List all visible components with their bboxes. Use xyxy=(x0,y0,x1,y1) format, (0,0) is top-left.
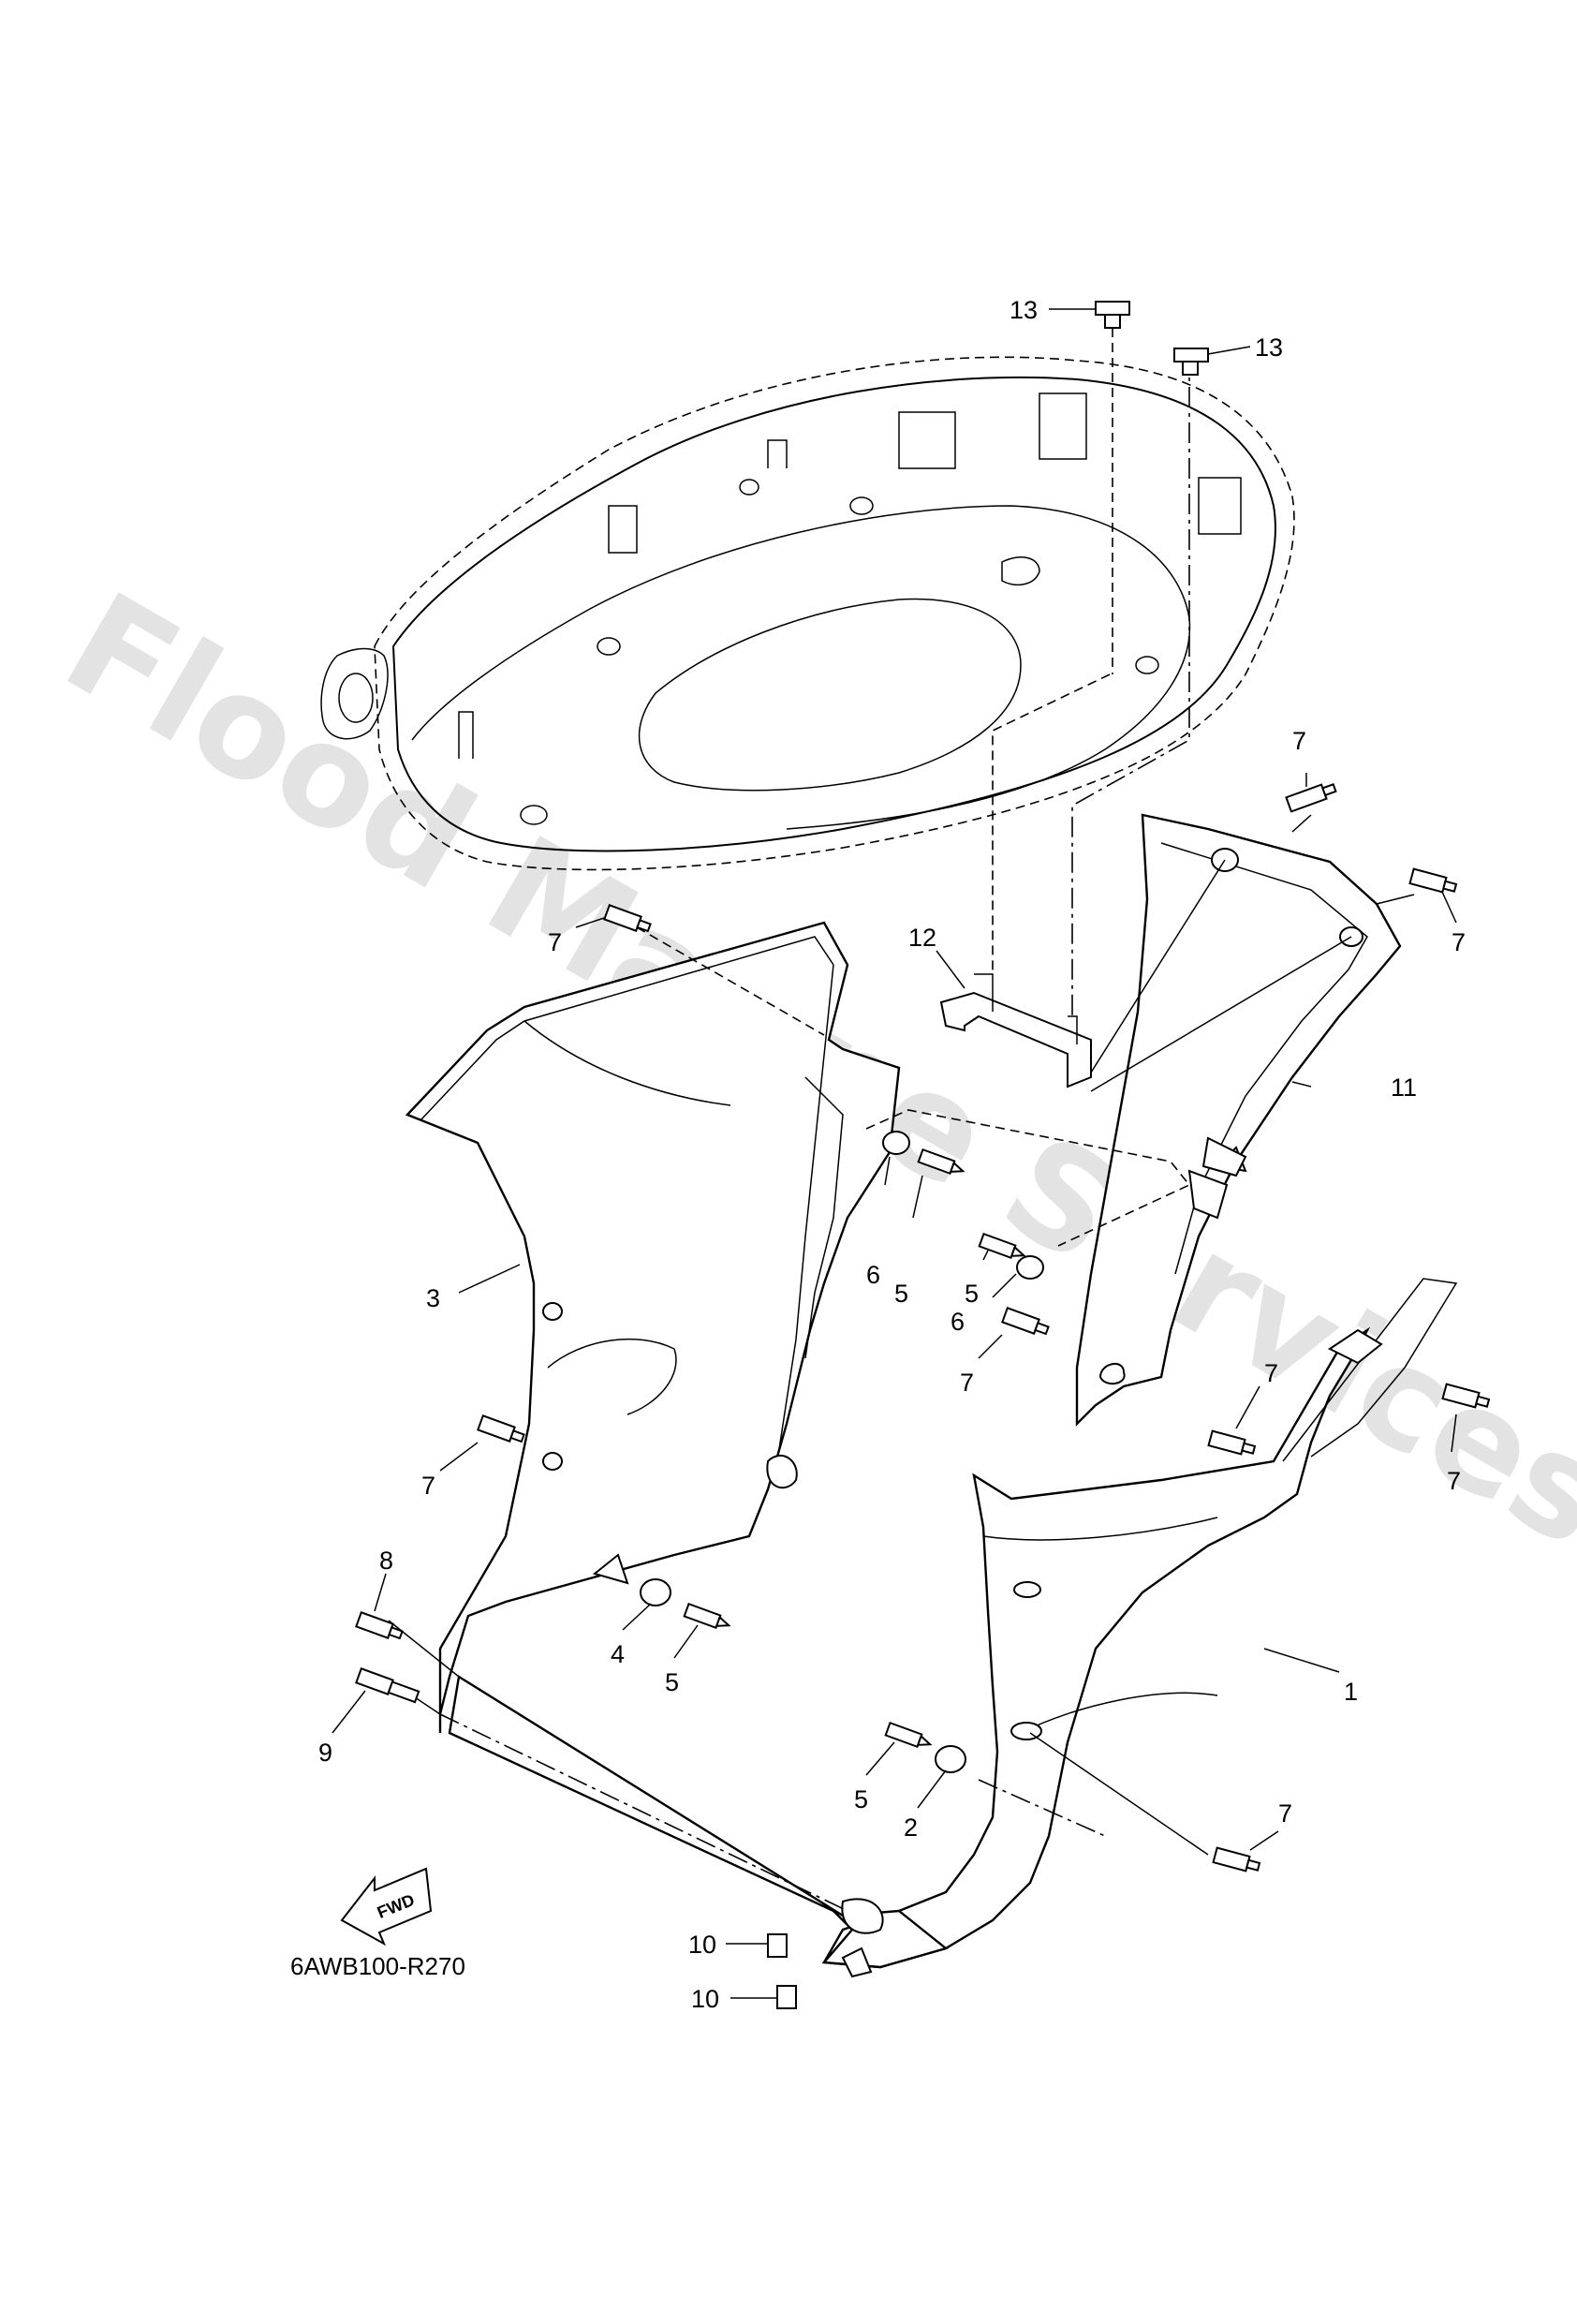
bolt-7-left-top xyxy=(603,904,652,933)
guide-7-bottom xyxy=(1029,1732,1209,1856)
guide-9-10 xyxy=(439,1713,848,1912)
link-7-r xyxy=(1376,894,1415,905)
guide-line-13b xyxy=(1071,351,1190,1016)
bolt-13-right xyxy=(1173,348,1209,376)
guide-line-13c xyxy=(992,674,1111,974)
bracket-12 xyxy=(939,973,1092,1088)
link-11-a xyxy=(1090,859,1226,1073)
bolt-7-bottom xyxy=(1212,1846,1261,1873)
callout-6b: 6 xyxy=(951,1308,965,1336)
callout-7-right: 7 xyxy=(1452,928,1466,956)
bolt-7-upper-right xyxy=(1285,783,1337,813)
bolt-7-left-mid xyxy=(477,1414,525,1443)
nut-10a xyxy=(767,1933,788,1958)
bolt-7-right xyxy=(1408,867,1458,894)
bolt-8 xyxy=(355,1611,404,1640)
leader-lines xyxy=(332,308,1457,1999)
bolt-9 xyxy=(355,1667,420,1704)
guide-fastener-box xyxy=(865,1109,1191,1247)
fwd-arrow-icon: FWD xyxy=(340,1867,433,1947)
callout-13b: 13 xyxy=(1255,333,1283,362)
guide-7-left-top xyxy=(636,926,825,1036)
pin-5b xyxy=(978,1232,1026,1260)
grommet-6b xyxy=(1016,1255,1044,1280)
lower-strip xyxy=(448,1675,949,1978)
lower-cover-1 xyxy=(822,1278,1458,1969)
bolt-7-mid-right xyxy=(1207,1429,1257,1456)
callout-6a: 6 xyxy=(866,1261,880,1289)
callout-5b: 5 xyxy=(965,1280,979,1308)
bolt-13-left xyxy=(1095,301,1130,329)
link-7-tr xyxy=(1291,814,1312,833)
callout-11: 11 xyxy=(1391,1073,1417,1102)
bottom-cowling xyxy=(320,356,1295,871)
callout-5a: 5 xyxy=(894,1280,908,1308)
bolt-7-far-right xyxy=(1441,1383,1491,1409)
callout-labels: 13 13 7 7 7 12 11 3 6 5 5 6 7 7 7 7 8 4 … xyxy=(318,296,1466,2013)
callout-5c: 5 xyxy=(665,1668,679,1696)
link-11-b xyxy=(1090,936,1352,1092)
grommet-6a xyxy=(882,1131,910,1155)
callout-13a: 13 xyxy=(1010,296,1038,324)
callout-7-mid-right: 7 xyxy=(1264,1359,1278,1387)
callout-5d: 5 xyxy=(854,1785,868,1813)
callout-7-far-right: 7 xyxy=(1447,1467,1461,1495)
callout-7-left-mid: 7 xyxy=(421,1472,435,1500)
pin-5d xyxy=(884,1721,933,1749)
callout-2: 2 xyxy=(904,1813,918,1842)
bolt-7-center xyxy=(1001,1307,1050,1336)
callout-10b: 10 xyxy=(691,1985,719,2013)
drawing-code: 6AWB100-R270 xyxy=(290,1952,465,1980)
callout-12: 12 xyxy=(908,924,936,952)
callout-3: 3 xyxy=(426,1284,440,1312)
callout-9: 9 xyxy=(318,1739,332,1767)
side-panel-3 xyxy=(405,921,901,1733)
callout-8: 8 xyxy=(379,1547,393,1575)
callout-1: 1 xyxy=(1344,1678,1358,1706)
pin-5a xyxy=(917,1147,965,1176)
callout-7-upper-right: 7 xyxy=(1292,727,1306,755)
guide-2-7 xyxy=(978,1779,1106,1837)
callout-4: 4 xyxy=(611,1640,625,1668)
callout-7-bottom: 7 xyxy=(1278,1799,1292,1828)
grommet-2 xyxy=(935,1745,966,1773)
pin-5c xyxy=(683,1602,731,1630)
nut-10b xyxy=(776,1985,797,2009)
grommet-4 xyxy=(640,1578,671,1606)
callout-10a: 10 xyxy=(688,1931,716,1959)
callout-7-left-top: 7 xyxy=(548,928,562,956)
callout-7-center: 7 xyxy=(960,1369,974,1397)
